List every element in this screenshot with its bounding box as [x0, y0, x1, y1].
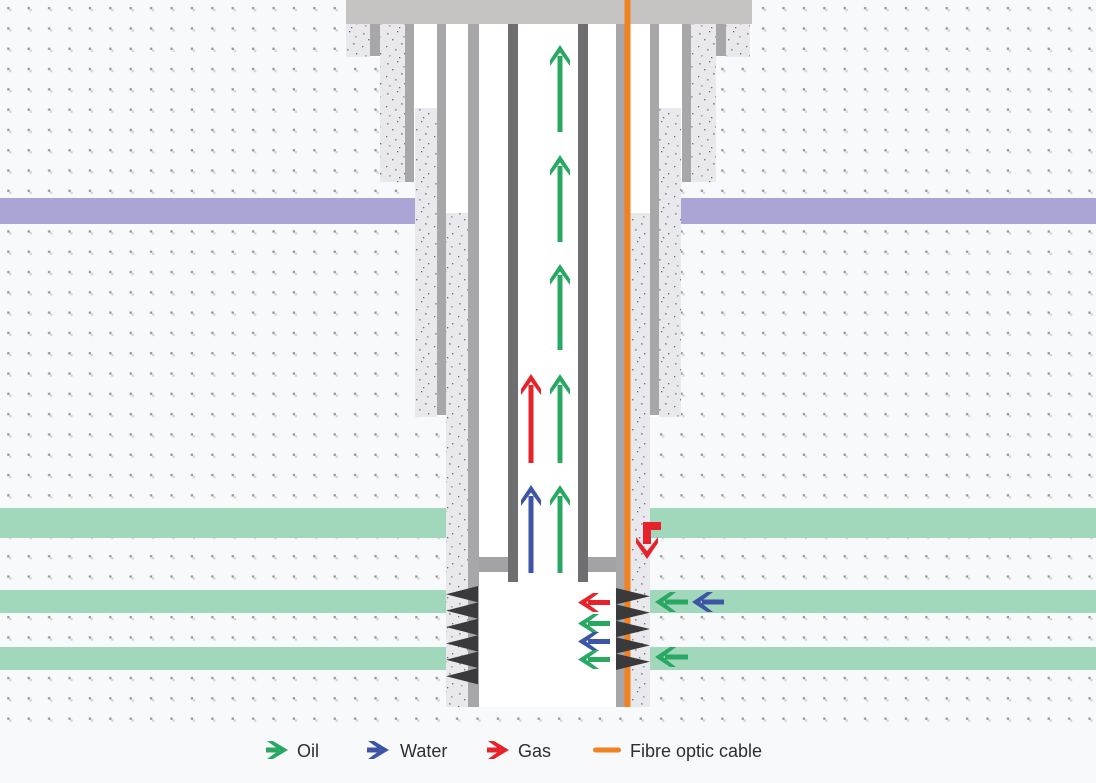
perforation-triangle	[446, 635, 478, 652]
gas-migration-arrow	[636, 522, 661, 559]
legend-water-label: Water	[400, 741, 447, 761]
perforation-triangle	[616, 637, 650, 654]
intermediate-casing-left	[437, 24, 446, 415]
perforation-triangle	[616, 620, 650, 638]
intermediate-cement-right	[659, 108, 681, 417]
oil-flow-arrow-2	[550, 155, 570, 242]
packer-right	[588, 557, 616, 572]
wellhead-cap	[346, 0, 752, 24]
tubing-wall-left	[508, 24, 518, 582]
oil-arrow-icon	[266, 741, 288, 759]
surface-cement-right	[691, 24, 716, 182]
perforation-triangle	[446, 602, 478, 619]
gas-arrow-icon	[487, 741, 509, 759]
legend-fibre-label: Fibre optic cable	[630, 741, 762, 761]
perforation-triangle	[446, 618, 478, 636]
legend-gas-label: Gas	[518, 741, 551, 761]
perforation-triangle	[446, 586, 478, 603]
production-cement-right	[630, 213, 650, 707]
oil-flow-arrow-3	[550, 264, 570, 350]
perforation-triangle	[446, 668, 478, 685]
conductor-casing-left	[370, 24, 380, 56]
oil-inflow-arrow-2	[578, 650, 610, 669]
reservoir-water-arrow	[692, 592, 724, 612]
surface-casing-right	[682, 24, 691, 182]
legend-oil-label: Oil	[297, 741, 319, 761]
cement-sheaths	[346, 24, 750, 707]
production-casing-right	[616, 24, 626, 707]
packer-left	[479, 557, 508, 572]
water-flow-up-arrow	[521, 485, 541, 573]
perforation-triangle	[616, 653, 650, 670]
tubing-wall-right	[578, 24, 588, 582]
production-cement-left	[446, 213, 469, 707]
water-inflow-arrow	[578, 632, 610, 651]
oil-flow-arrow-5	[550, 485, 570, 573]
conductor-cement-right	[726, 24, 750, 57]
legend: Oil Water Gas Fibre optic cable	[266, 741, 762, 761]
perforations-left	[446, 586, 478, 685]
gas-inflow-arrow	[578, 593, 610, 612]
oil-flow-arrow-1	[550, 45, 570, 132]
gas-flow-up-arrow	[521, 374, 541, 463]
conductor-casing-right	[716, 24, 726, 56]
reservoir-oil-arrow-1	[655, 592, 688, 612]
surface-cement-left	[380, 24, 405, 182]
perforations-right	[616, 588, 650, 670]
intermediate-casing-right	[650, 24, 659, 415]
fibre-optic-line-icon	[593, 747, 621, 753]
steel-casings	[370, 24, 726, 707]
production-casing-left	[468, 24, 479, 707]
oil-inflow-arrow-1	[578, 614, 610, 633]
fibre-optic-cable-line	[624, 0, 631, 707]
water-arrow-icon	[367, 741, 389, 759]
surface-casing-left	[405, 24, 414, 182]
oil-flow-arrow-4	[550, 374, 570, 463]
intermediate-cement-left	[415, 108, 437, 417]
reservoir-oil-arrow-2	[655, 647, 688, 667]
conductor-cement-left	[346, 24, 370, 57]
perforation-triangle	[616, 604, 650, 621]
perforation-triangle	[616, 588, 650, 605]
perforation-triangle	[446, 651, 478, 668]
